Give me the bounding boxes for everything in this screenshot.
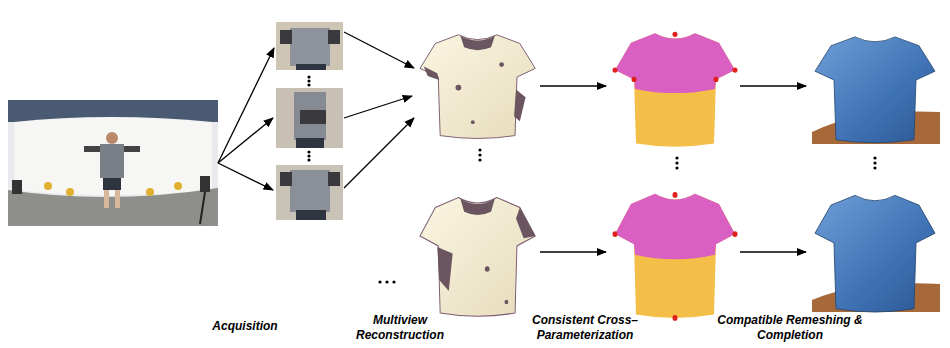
remeshed-shirts	[812, 37, 940, 312]
camera-views	[276, 22, 343, 220]
stage-label: Multiview Reconstruction	[350, 313, 450, 343]
studio-photo	[8, 100, 218, 226]
stage-label: Compatible Remeshing & Completion	[710, 313, 870, 343]
stage-label: Consistent Cross–Parameterization	[510, 313, 660, 343]
stage-label: Acquisition	[185, 319, 305, 334]
parameterized-meshes	[613, 32, 738, 321]
reconstructed-meshes	[378, 35, 535, 317]
